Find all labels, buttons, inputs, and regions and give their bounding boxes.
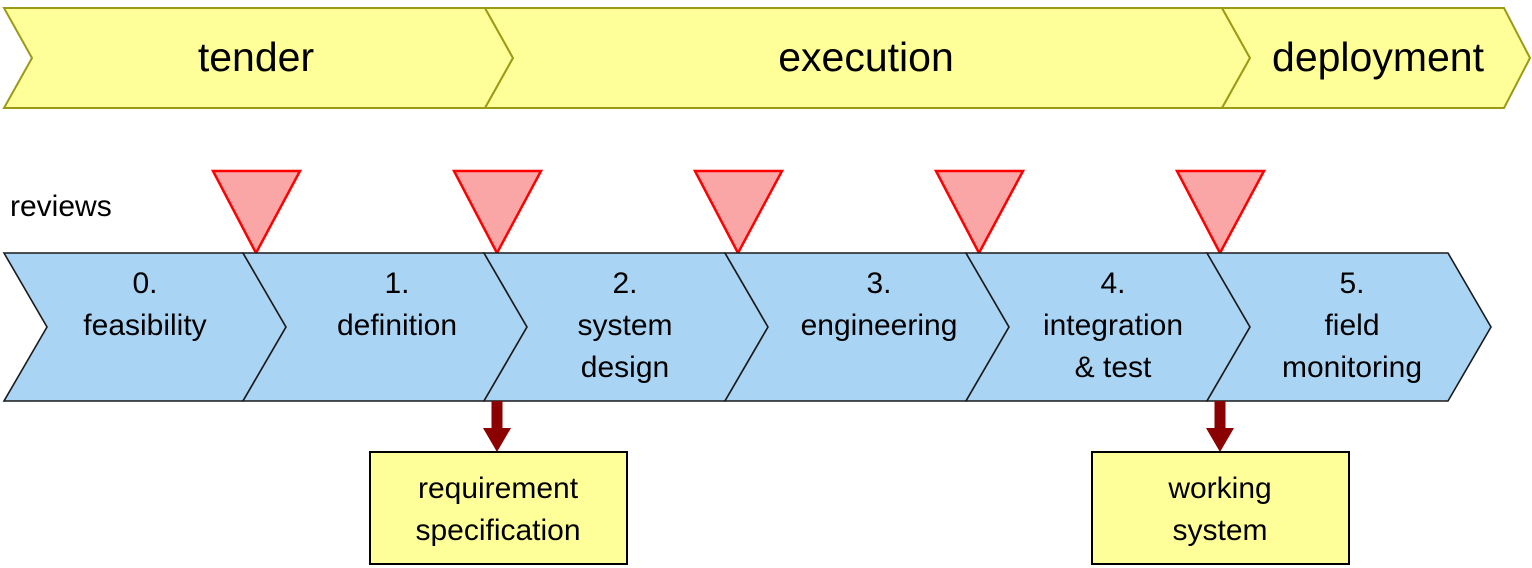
stage-label-1-line1: definition: [337, 309, 457, 342]
stage-label-5-line1: field: [1324, 309, 1379, 342]
review-marker-4-icon[interactable]: [933, 169, 1026, 256]
stage-shape-field-monitoring[interactable]: [1205, 252, 1492, 402]
deliverable-label-1-line2: specification: [415, 514, 580, 547]
deliverable-label-2-line2: system: [1172, 514, 1267, 547]
review-marker-2-icon[interactable]: [451, 169, 544, 256]
reviews-row-label: reviews: [10, 190, 112, 223]
phase-shape-deployment[interactable]: [1220, 7, 1532, 109]
stage-label-5-line2: monitoring: [1282, 351, 1422, 384]
phase-label-deployment: deployment: [1272, 34, 1485, 80]
phase-banner: tender execution deployment: [2, 7, 1532, 109]
stage-number-4: 4.: [1100, 267, 1125, 300]
stage-label-4-line1: integration: [1043, 309, 1183, 342]
deliverable-arrow-2: [1206, 401, 1234, 452]
review-marker-5-icon[interactable]: [1174, 169, 1267, 256]
stage-label-0-line1: feasibility: [83, 309, 206, 342]
review-marker-1-icon[interactable]: [210, 169, 303, 256]
stage-label-4-line2: & test: [1075, 351, 1152, 384]
deliverable-arrow-1: [483, 401, 511, 452]
deliverable-box-requirement-specification[interactable]: [369, 451, 628, 565]
stage-number-2: 2.: [612, 267, 637, 300]
deliverable-label-1-line1: requirement: [418, 472, 579, 505]
stage-label-2-line2: design: [581, 351, 669, 384]
deliverable-label-2-line1: working: [1167, 472, 1271, 505]
stage-number-0: 0.: [132, 267, 157, 300]
deliverables-row: requirement specification working system: [369, 401, 1350, 565]
stage-label-3-line1: engineering: [801, 309, 958, 342]
deliverable-box-working-system[interactable]: [1091, 451, 1350, 565]
phase-label-execution: execution: [778, 34, 954, 80]
stage-number-1: 1.: [384, 267, 409, 300]
stage-band: 0. feasibility 1. definition 2. system d…: [2, 252, 1492, 402]
stage-number-5: 5.: [1339, 267, 1364, 300]
stage-label-2-line1: system: [577, 309, 672, 342]
stage-number-3: 3.: [866, 267, 891, 300]
reviews-row: reviews: [10, 169, 1267, 256]
phase-label-tender: tender: [198, 34, 314, 80]
review-marker-3-icon[interactable]: [692, 169, 785, 256]
